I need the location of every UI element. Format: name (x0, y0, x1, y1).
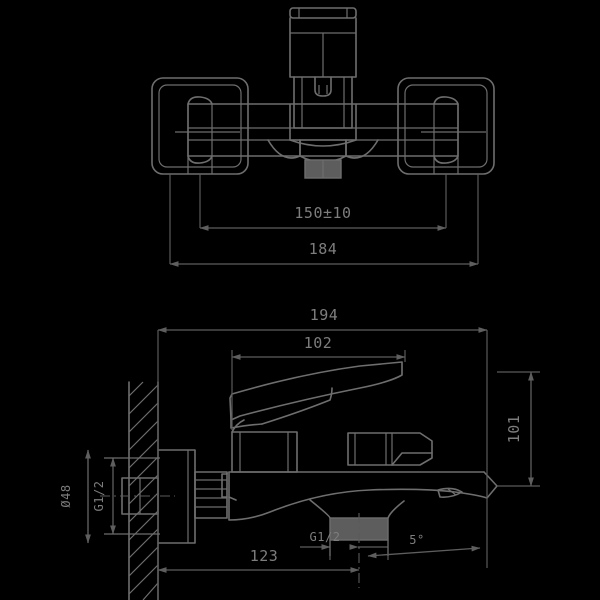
dimension-center-distance: 150±10 (199, 204, 447, 231)
front-center-hub (267, 104, 379, 179)
front-spout-body (293, 76, 353, 129)
dimension-label-inlet-thread: G1/2 (92, 481, 106, 512)
dimension-overall-width: 184 (169, 240, 479, 267)
wall-hatch (128, 381, 159, 600)
dimension-label-spout-projection: 123 (250, 547, 279, 565)
side-body (221, 471, 498, 541)
dimension-label-flange-diameter: Ø48 (59, 484, 73, 507)
dimension-label-overall-height: 101 (505, 415, 523, 444)
dimension-label-overall-depth: 194 (310, 306, 339, 324)
diverter-knob (347, 432, 433, 466)
front-spout-riser (289, 7, 357, 78)
lever-handle (229, 361, 403, 433)
front-extension-lines (169, 174, 479, 264)
dimension-inlet-thread: G1/2 (92, 457, 160, 535)
cartridge-housing (231, 431, 298, 473)
side-extension-lines (87, 330, 540, 600)
dimension-flange-diameter: Ø48 (59, 449, 91, 544)
dimension-label-spout-angle: 5° (409, 533, 424, 547)
dimension-overall-depth: 194 (157, 306, 488, 333)
dimension-label-center-distance: 150±10 (294, 204, 351, 222)
dimension-lever-reach: 102 (231, 334, 406, 360)
front-body-bar (187, 103, 459, 157)
front-view: 150±10 184 (151, 7, 495, 267)
dimension-label-lever-reach: 102 (304, 334, 333, 352)
dimension-label-overall-width: 184 (309, 240, 338, 258)
dimension-spout-projection: 123 (157, 547, 360, 573)
dimension-spout-angle: 5° (367, 533, 481, 559)
front-right-handle (397, 77, 495, 175)
dimension-label-outlet-thread: G1/2 (310, 530, 341, 544)
side-section-view: 194 102 123 101 G1/2 (59, 306, 540, 600)
front-left-handle (151, 77, 249, 175)
dimension-overall-height: 101 (505, 371, 534, 487)
